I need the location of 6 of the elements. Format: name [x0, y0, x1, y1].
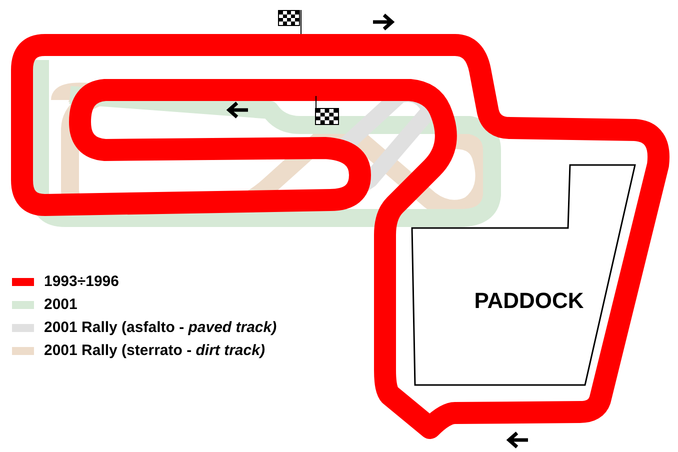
paddock-area: [410, 163, 638, 387]
legend-label: 2001 Rally (asfalto - paved track): [44, 318, 277, 338]
legend-label: 1993÷1996: [44, 272, 119, 292]
legend-label: 2001: [44, 294, 78, 315]
legend-label: 2001 Rally (sterrato - dirt track): [44, 340, 265, 361]
area-label: PADDOCK: [474, 286, 584, 314]
